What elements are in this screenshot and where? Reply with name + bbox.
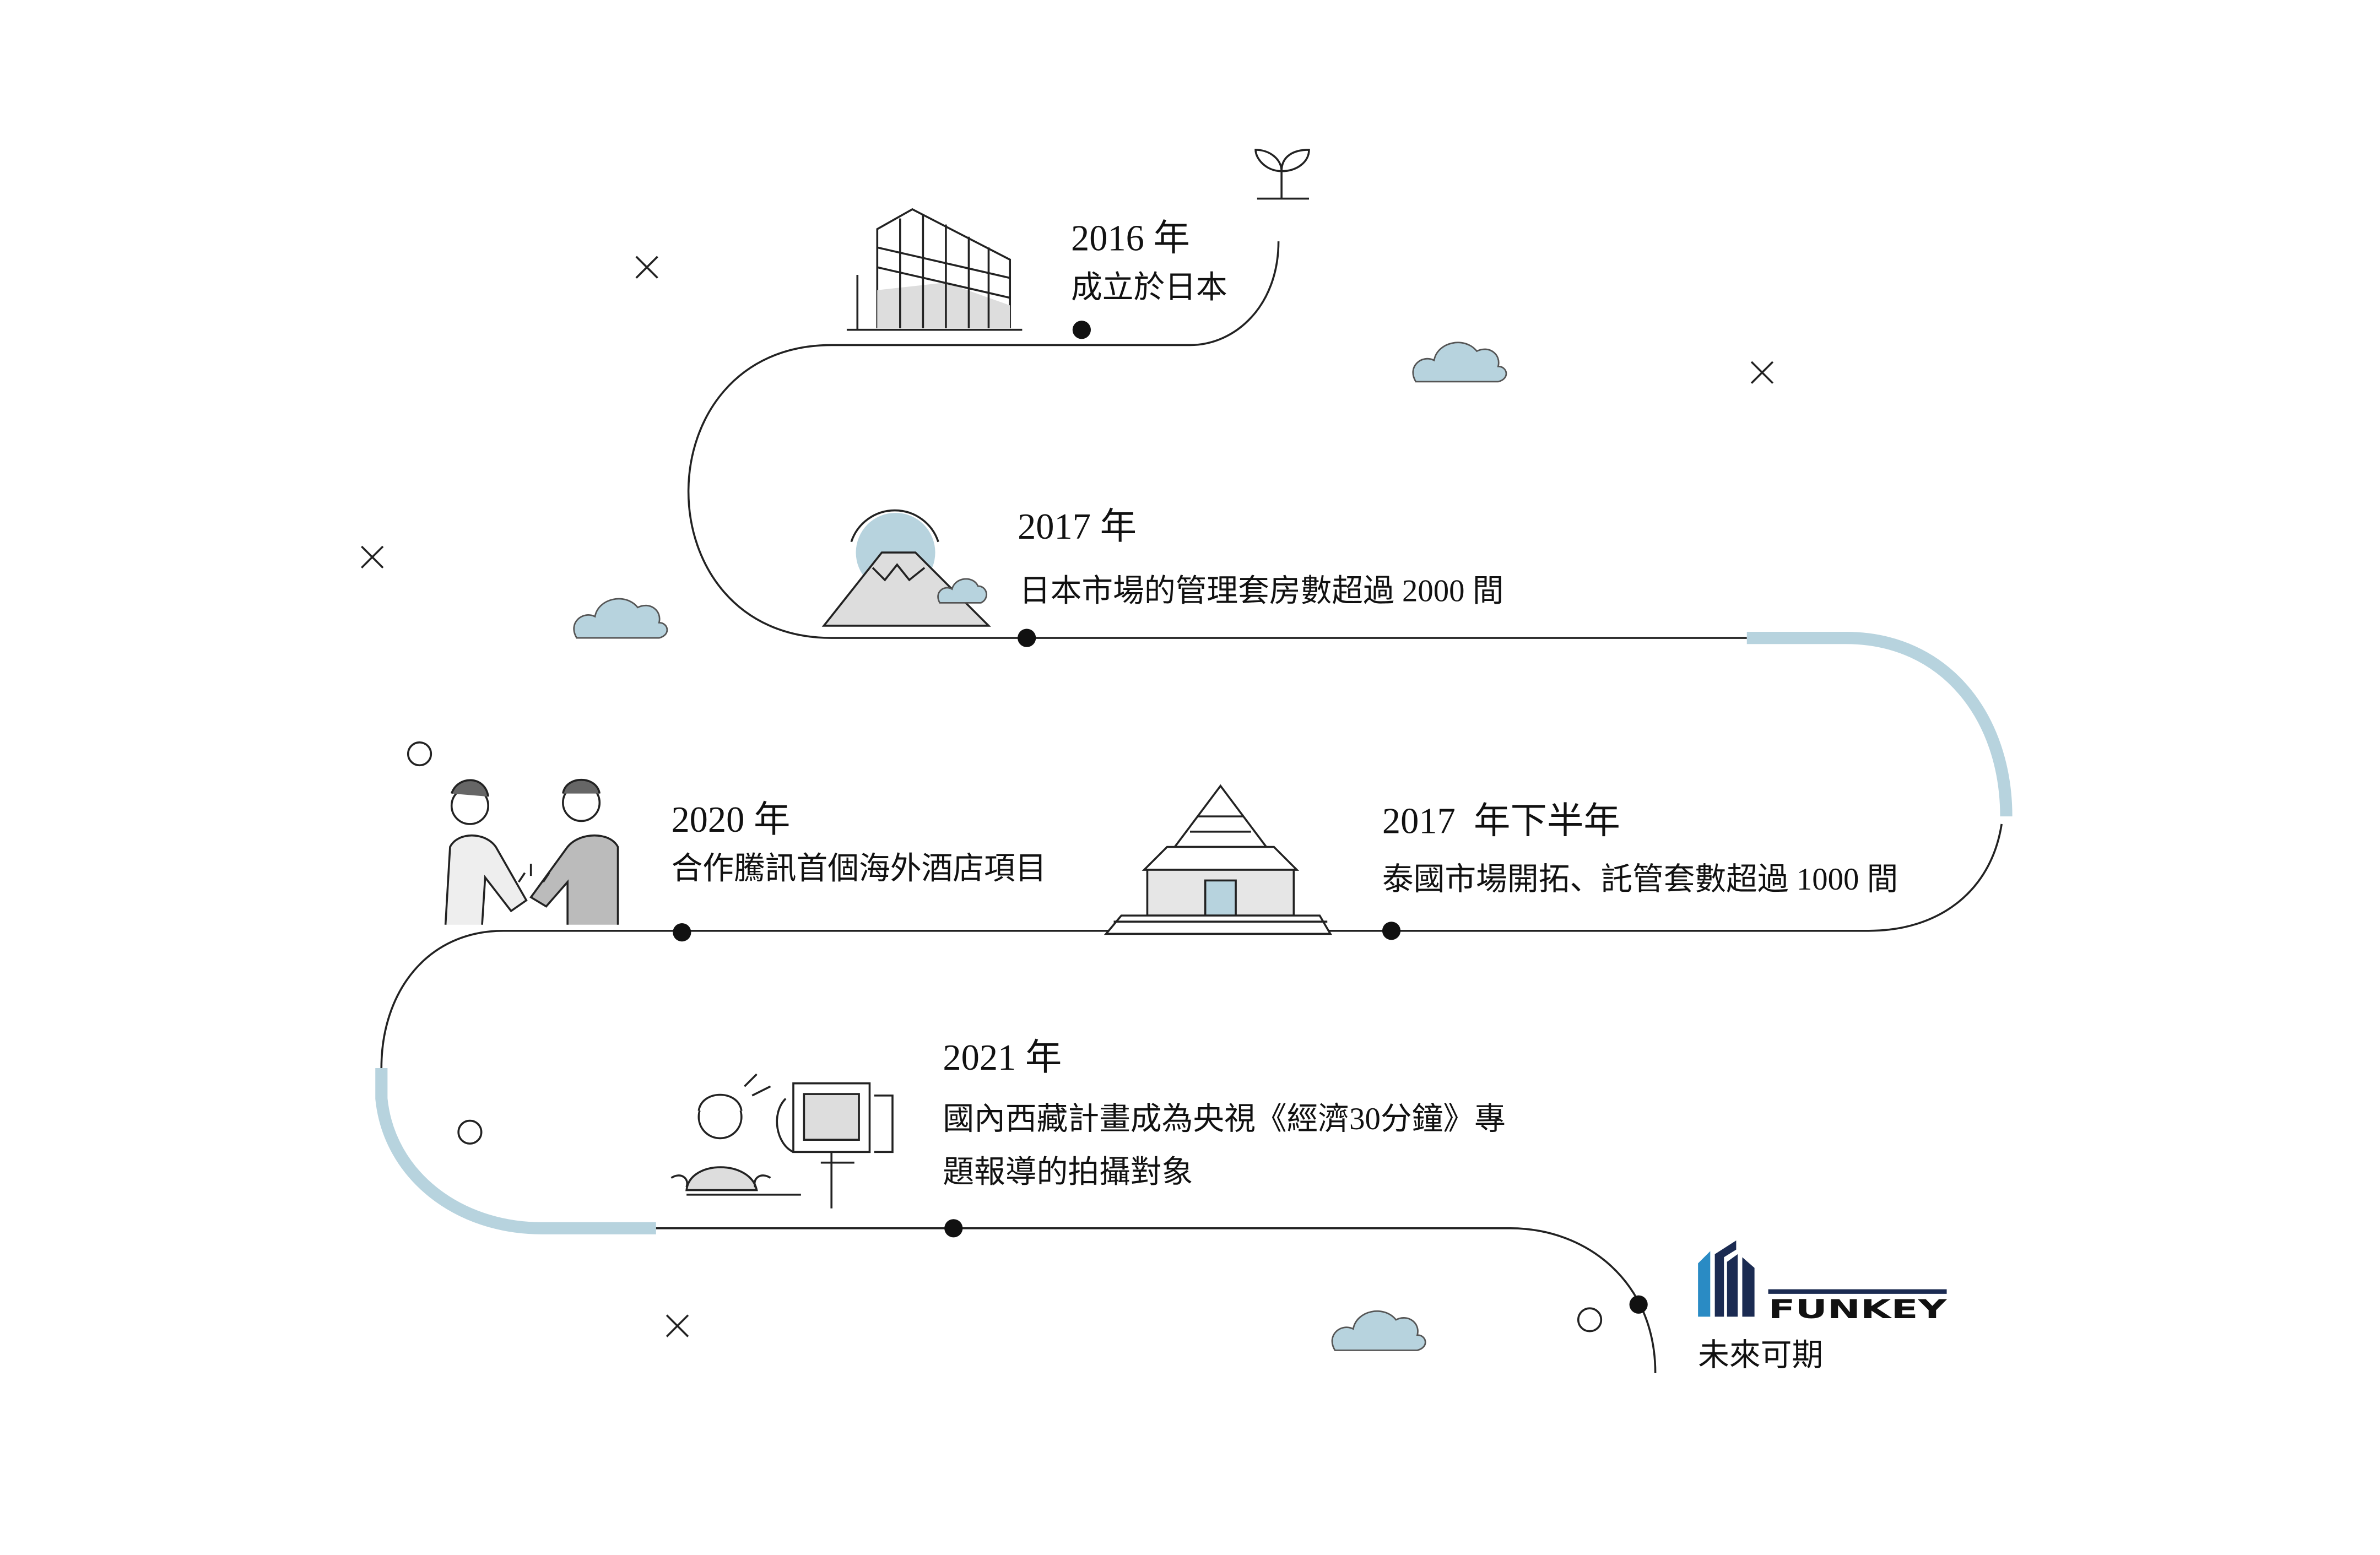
milestone-2020-year: 2020 年 [671, 800, 790, 840]
dot-2017h2 [1382, 922, 1401, 940]
cross-icon [635, 256, 658, 279]
milestone-2020-text: 合作騰訊首個海外酒店項目 [671, 852, 1046, 886]
timeline-dots [673, 321, 1648, 1314]
dot-future [1629, 1295, 1648, 1314]
dot-2021 [944, 1219, 963, 1238]
cloud-icon [1412, 342, 1507, 383]
future-caption: 未來可期 [1698, 1338, 1823, 1373]
thai-temple-icon [1104, 784, 1332, 935]
camera-interview-icon [670, 1073, 894, 1209]
milestone-2021-text-line2: 題報導的拍攝對象 [943, 1155, 1193, 1190]
cross-icon [361, 545, 384, 569]
circle-icon [1577, 1307, 1603, 1332]
mount-fuji-icon [821, 509, 991, 627]
dot-2020 [673, 923, 691, 942]
milestone-2016-year: 2016 年 [1071, 219, 1190, 259]
timeline-accent-right [1746, 632, 2013, 817]
dot-2016 [1072, 321, 1091, 339]
handshake-icon [444, 778, 619, 925]
cloud-icon [573, 598, 668, 639]
cross-icon [1750, 361, 1774, 384]
funkey-logo-text: FUNKEY [1768, 1294, 1948, 1325]
milestone-2017-year: 2017 年 [1018, 507, 1137, 547]
timeline-path [380, 241, 2003, 1373]
cloud-icon [1331, 1310, 1426, 1351]
office-building-icon [846, 208, 1023, 331]
sprout-icon [1254, 149, 1310, 200]
timeline-accent-left [375, 1068, 656, 1234]
funkey-logo: FUNKEY [1698, 1240, 1948, 1325]
milestone-2016-text: 成立於日本 [1071, 270, 1227, 305]
circle-icon [457, 1119, 483, 1145]
milestone-2021-text-line1: 國內西藏計畫成為央視《經濟30分鐘》專 [943, 1102, 1506, 1136]
milestone-2017-text: 日本市場的管理套房數超過 2000 間 [1019, 574, 1504, 609]
milestone-2017h2-year: 2017 年下半年 [1382, 801, 1620, 842]
dot-2017 [1018, 628, 1036, 647]
cross-icon [666, 1314, 689, 1337]
clouds [573, 342, 1507, 1351]
milestone-2017h2-text: 泰國市場開拓、託管套數超過 1000 間 [1382, 862, 1898, 897]
circle-icon [407, 741, 432, 767]
decorations [361, 256, 1774, 1337]
milestone-2021-year: 2021 年 [943, 1038, 1062, 1078]
